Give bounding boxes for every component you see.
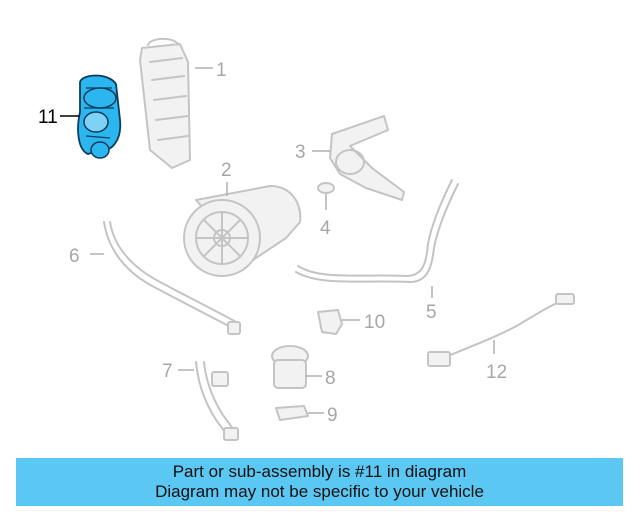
callout-11[interactable]: 11 [38,107,58,128]
banner-line-1: Part or sub-assembly is #11 in diagram [172,462,467,481]
callout-9[interactable]: 9 [327,405,338,426]
parts-diagram: 1 11 2 3 4 5 6 [38,37,575,441]
part-10-clip[interactable] [317,309,343,335]
callout-12[interactable]: 12 [486,362,507,383]
callout-3[interactable]: 3 [295,142,306,163]
part-8-valve[interactable] [271,345,309,389]
part-2-air-pump[interactable] [183,185,302,277]
callout-1[interactable]: 1 [216,60,227,81]
callout-8[interactable]: 8 [325,368,336,389]
part-1-panel[interactable] [139,37,191,169]
part-12-sensor[interactable] [427,293,575,367]
part-3-bracket[interactable] [329,115,405,201]
callout-4[interactable]: 4 [320,218,331,239]
part-9-gasket[interactable] [275,405,309,421]
callout-6[interactable]: 6 [69,246,80,267]
callout-10[interactable]: 10 [364,312,385,333]
callout-7[interactable]: 7 [162,361,173,382]
info-banner: Part or sub-assembly is #11 in diagram D… [16,458,623,506]
part-5-hose[interactable] [295,179,459,283]
part-7-pipe[interactable] [195,361,239,441]
part-6-hose[interactable] [103,221,241,335]
part-11-valve-assembly[interactable] [77,74,122,159]
part-4-bolt[interactable] [317,182,335,194]
callout-2[interactable]: 2 [221,160,232,181]
banner-line-2: Diagram may not be specific to your vehi… [155,482,484,501]
callout-5[interactable]: 5 [426,302,437,323]
